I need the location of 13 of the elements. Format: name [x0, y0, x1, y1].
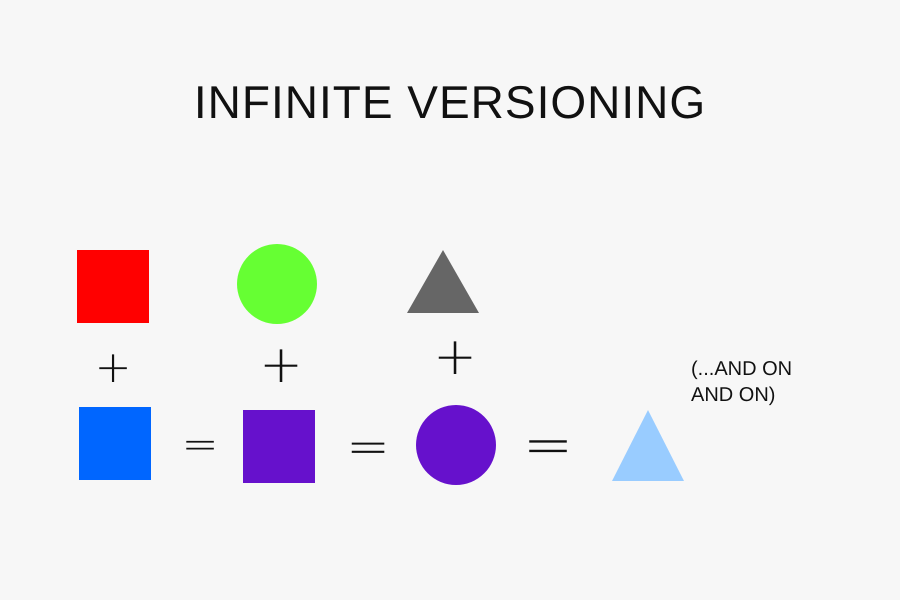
operator-sign: =: [182, 423, 218, 467]
triangle-shape: [407, 250, 479, 313]
triangle-shape: [612, 410, 684, 481]
operator-sign: =: [522, 415, 574, 475]
operator-sign: +: [94, 346, 132, 390]
operator-sign: =: [346, 421, 390, 473]
operator-sign: +: [259, 339, 303, 391]
square-shape: [243, 410, 315, 483]
square-shape: [79, 407, 151, 480]
title: INFINITE VERSIONING: [192, 75, 708, 129]
note-text: (...AND ON AND ON): [691, 357, 794, 408]
operator-sign: +: [433, 331, 477, 383]
square-shape: [77, 250, 149, 323]
